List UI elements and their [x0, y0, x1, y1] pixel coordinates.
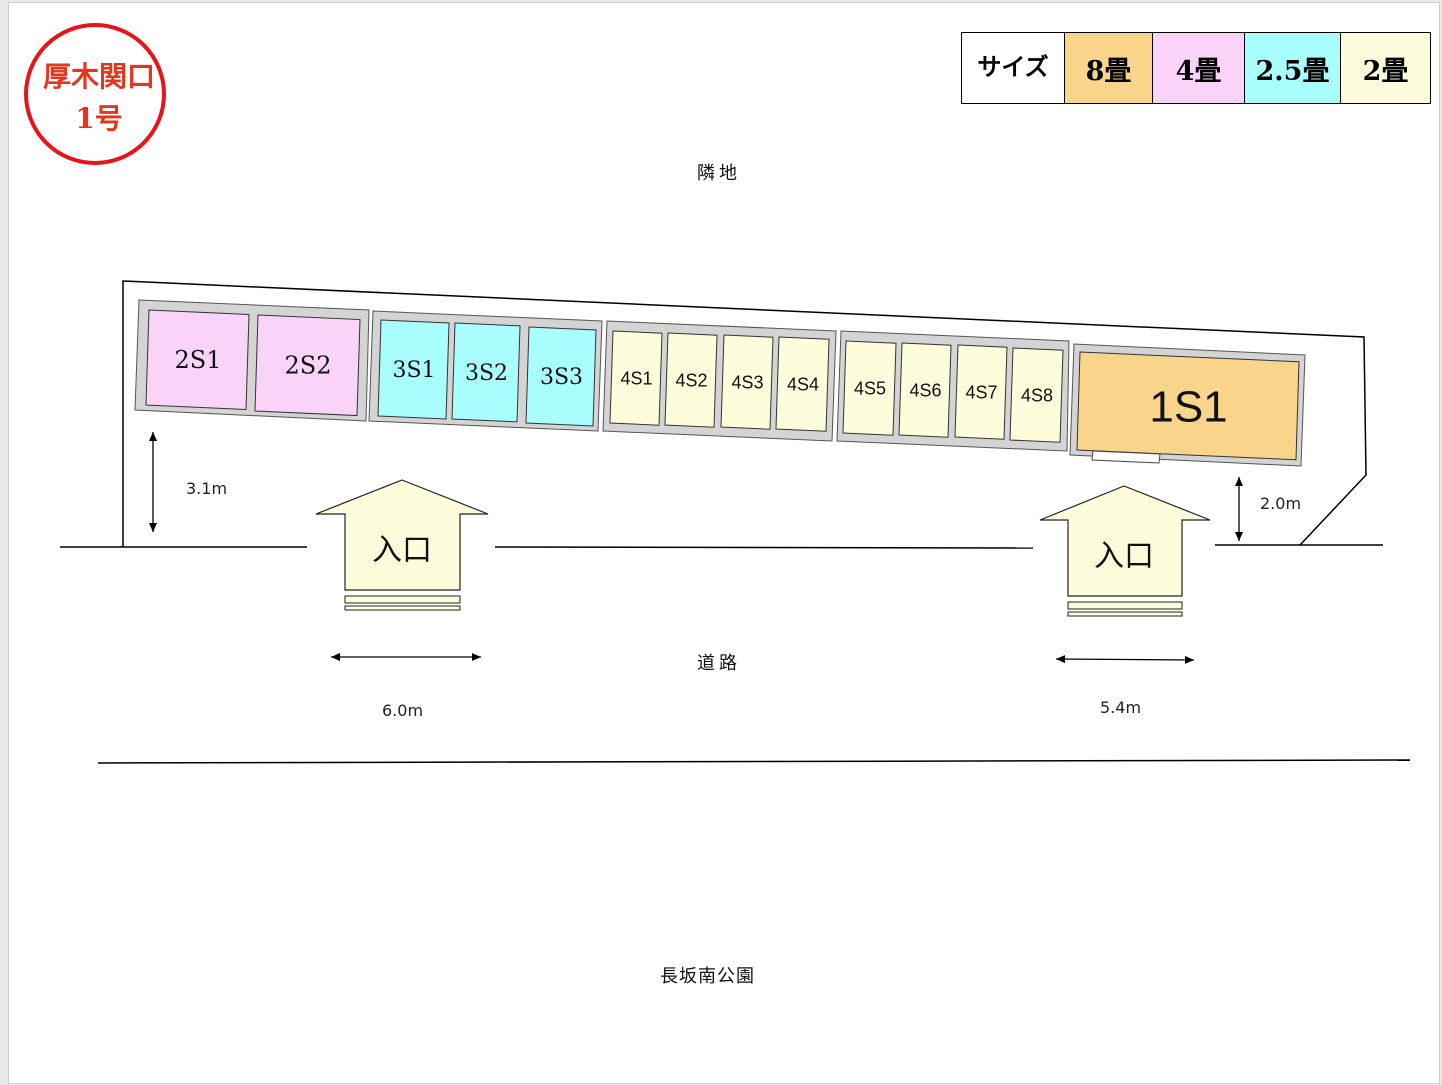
storage-unit	[145, 309, 250, 410]
storage-unit	[377, 319, 450, 420]
entrance-arrow	[1039, 485, 1211, 597]
dimension-arrowhead	[472, 653, 481, 661]
neighbor-label: 隣地	[697, 163, 741, 184]
legend-2-5jo: 2.5畳	[1244, 33, 1340, 103]
storage-units: 2S1 2S2 3S1 3S2 3S3 4S1 4S2 4S3 4S4 4S5 4S6 4S7 4S8 1…	[145, 309, 1300, 461]
storage-unit	[451, 322, 521, 423]
unit-label: 4S6	[909, 380, 941, 400]
storage-unit	[525, 326, 597, 427]
dimension-arrowhead	[1056, 655, 1066, 664]
road-label: 道路	[697, 653, 741, 674]
entrance-step	[1067, 611, 1183, 617]
storage-unit	[775, 336, 830, 432]
entrance-step	[344, 595, 461, 604]
storage-unit	[1076, 351, 1300, 461]
legend-4jo: 4畳	[1152, 33, 1244, 103]
storage-unit	[898, 342, 952, 438]
entrances: 入口 入口	[315, 479, 1211, 617]
storage-unit	[664, 332, 718, 428]
entrance-step	[344, 605, 461, 611]
storage-unit	[954, 344, 1008, 440]
unit-label: 4S2	[675, 370, 707, 390]
entrance-step	[1067, 601, 1183, 610]
drawing-sheet	[8, 2, 1440, 1084]
legend-2jo: 2畳	[1340, 33, 1430, 103]
dimension-label: 5.4m	[1100, 698, 1142, 717]
unit-label: 3S3	[540, 365, 583, 390]
unit-label: 4S8	[1021, 385, 1053, 405]
size-legend: サイズ 8畳 4畳 2.5畳 2畳	[961, 32, 1431, 104]
dimension-arrowhead	[1235, 477, 1243, 486]
storage-unit	[254, 314, 361, 417]
storage-unit	[609, 330, 663, 426]
unit-label: 4S4	[787, 374, 819, 394]
storage-unit	[1009, 347, 1064, 443]
entrance-arrow	[315, 479, 489, 591]
dimension-arrowhead	[331, 653, 340, 661]
unit-label: 4S1	[620, 368, 652, 388]
storage-unit	[842, 340, 897, 436]
stamp-name: 厚木関口	[42, 60, 155, 93]
legend-8jo: 8畳	[1064, 33, 1152, 103]
unit-label: 2S2	[285, 352, 332, 380]
park-label: 長坂南公園	[660, 966, 755, 987]
dimension-arrowhead	[1184, 655, 1194, 664]
dimension-label: 6.0m	[382, 701, 424, 720]
storage-unit	[720, 334, 774, 430]
unit-label: 4S5	[854, 378, 886, 398]
stamp-number: 1号	[75, 102, 123, 135]
property-stamp	[24, 23, 166, 165]
dimension-arrowhead	[149, 523, 157, 532]
unit-label: 1S1	[1149, 382, 1227, 431]
unit-label: 4S3	[731, 372, 763, 392]
entrance-label: 入口	[372, 533, 432, 568]
dimension-label: 3.1m	[186, 479, 228, 498]
unit-label: 4S7	[965, 382, 997, 402]
lot-boundary	[122, 280, 1367, 547]
unit-label: 2S1	[175, 346, 222, 374]
unit-label: 3S1	[392, 358, 435, 383]
dimension-label: 2.0m	[1260, 494, 1302, 513]
road-far-edge	[97, 759, 1411, 764]
door-1s1	[1091, 450, 1161, 464]
unit-label: 3S2	[465, 361, 508, 386]
road-edge-segment	[494, 546, 1034, 549]
dimension-lines	[149, 432, 1243, 664]
entrance-label: 入口	[1094, 539, 1154, 574]
legend-header: サイズ	[962, 33, 1064, 103]
dimension-line	[1055, 658, 1195, 661]
dimension-arrowhead	[1235, 532, 1243, 541]
dimension-arrowhead	[149, 432, 157, 441]
